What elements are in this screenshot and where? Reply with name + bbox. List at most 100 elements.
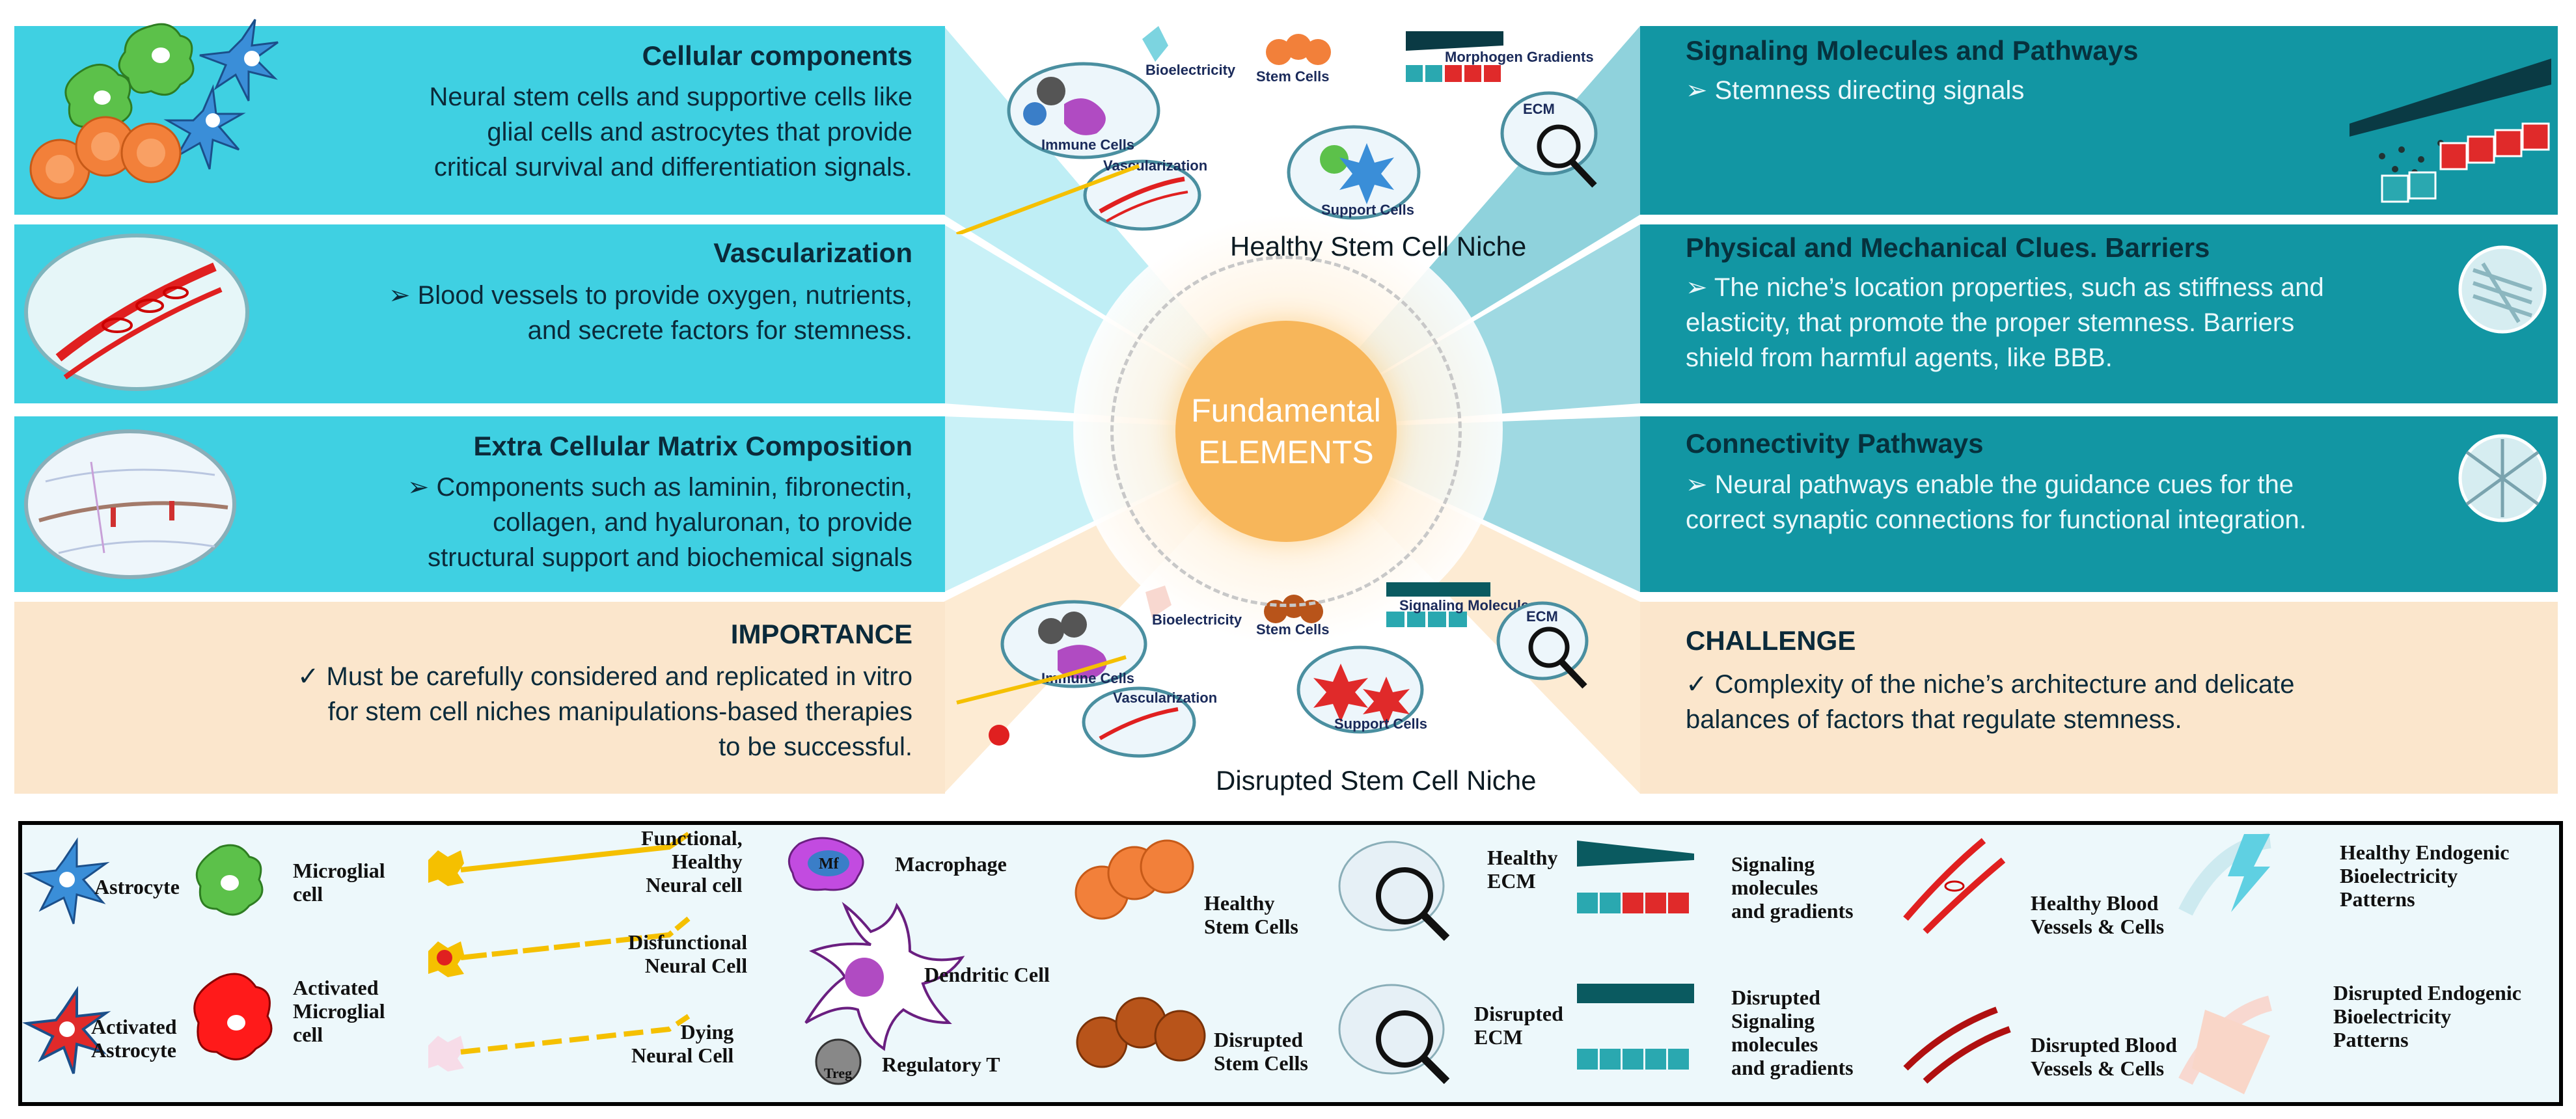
- ecm-title: Extra Cellular Matrix Composition: [473, 431, 912, 461]
- legend-disrupted-ecm: Disrupted ECM: [1474, 1002, 1563, 1049]
- challenge-line-2: balances of factors that regulate stemne…: [1686, 705, 2182, 734]
- vascularization-mini: Vascularization: [1083, 157, 1207, 231]
- immune-cells-cluster: Immune Cells: [1007, 62, 1160, 159]
- legend-healthy-stem: Healthy Stem Cells: [1204, 891, 1298, 938]
- legend-signaling-l2: molecules: [1731, 876, 1818, 899]
- legend-healthy-bio-l1: Healthy Endogenic: [2340, 841, 2510, 864]
- legend-dying-l2: Neural Cell: [631, 1044, 734, 1067]
- label-support-cells: Support Cells: [1321, 202, 1414, 218]
- macrophage-symbol: Mf: [819, 856, 840, 872]
- label-stem-cells: Stem Cells: [1256, 68, 1330, 85]
- legend-healthy-ecm-l1: Healthy: [1487, 846, 1558, 869]
- legend-healthy-stem-l2: Stem Cells: [1204, 915, 1298, 938]
- legend-treg-icon: Treg: [815, 1038, 862, 1085]
- disrupted-support-cells: Support Cells: [1296, 645, 1427, 734]
- legend-disfunctional-l2: Neural Cell: [644, 954, 748, 977]
- vascularization-text: ➢ Blood vessels to provide oxygen, nutri…: [389, 278, 912, 348]
- morphogen-gradient-mini: Morphogen Gradients: [1406, 31, 1594, 82]
- physical-text: ➢ The niche’s location properties, such …: [1686, 270, 2324, 375]
- legend-d-signaling-l4: and gradients: [1731, 1056, 1854, 1079]
- legend-disrupted-stem: Disrupted Stem Cells: [1214, 1028, 1308, 1075]
- right-panel-challenge: CHALLENGE ✓ Complexity of the niche’s ar…: [1640, 602, 2558, 794]
- ecm-line-3: structural support and biochemical signa…: [428, 543, 912, 572]
- connectivity-line-1: ➢ Neural pathways enable the guidance cu…: [1686, 470, 2294, 499]
- label-d-vascularization: Vascularization: [1113, 690, 1217, 706]
- legend-disrupted-stem-icon: [1076, 997, 1206, 1068]
- signaling-gradient-illustration: [2350, 59, 2551, 203]
- legend-functional-l2: Healthy: [672, 850, 743, 873]
- legend-disrupted-bio-l2: Bioelectricity: [2333, 1004, 2452, 1028]
- label-bioelectricity: Bioelectricity: [1145, 62, 1236, 78]
- legend-healthy-bioelectricity: Healthy Endogenic Bioelectricity Pattern…: [2340, 841, 2509, 911]
- legend-macrophage-icon: Mf: [788, 837, 864, 891]
- legend-d-signaling-l2: Signaling: [1731, 1009, 1815, 1032]
- legend-healthy-blood-icon: [1903, 838, 2006, 934]
- challenge-line-1: ✓ Complexity of the niche’s architecture…: [1686, 670, 2295, 699]
- legend-signaling-l3: and gradients: [1731, 899, 1854, 923]
- legend-healthy-ecm-l2: ECM: [1487, 869, 1536, 893]
- legend-functional-l3: Neural cell: [646, 873, 743, 897]
- legend-signaling: Signaling molecules and gradients: [1731, 852, 1854, 923]
- legend-disrupted-blood-l1: Disrupted Blood: [2031, 1033, 2177, 1057]
- legend-signaling-l1: Signaling: [1731, 852, 1815, 876]
- ecm-line-1: ➢ Components such as laminin, fibronecti…: [407, 473, 912, 502]
- cellular-line-1: Neural stem cells and supportive cells l…: [429, 83, 912, 111]
- cellular-line-3: critical survival and differentiation si…: [433, 153, 912, 182]
- label-vascularization: Vascularization: [1103, 157, 1207, 174]
- legend-icons: Mf Treg: [22, 831, 2273, 1094]
- right-panel-physical: Physical and Mechanical Clues. Barriers …: [1640, 224, 2558, 403]
- legend-disrupted-bio-l1: Disrupted Endogenic: [2333, 981, 2521, 1004]
- legend-microglial: Microglial cell: [293, 859, 385, 906]
- challenge-text: ✓ Complexity of the niche’s architecture…: [1686, 667, 2295, 737]
- signaling-line-1: ➢ Stemness directing signals: [1686, 76, 2025, 105]
- legend-healthy-blood: Healthy Blood Vessels & Cells: [2031, 891, 2164, 938]
- legend-regulatory-t: Regulatory T: [882, 1053, 1000, 1076]
- astrocyte-icon: [163, 19, 279, 170]
- legend-activated-microglial: Activated Microglial cell: [293, 976, 385, 1046]
- physical-title: Physical and Mechanical Clues. Barriers: [1686, 232, 2210, 263]
- legend-activated-astrocyte-icon: [22, 986, 111, 1074]
- legend-disrupted-bioelectricity: Disrupted Endogenic Bioelectricity Patte…: [2333, 981, 2521, 1051]
- mechanical-icon: [2458, 245, 2547, 334]
- blood-vessel-icon: [55, 262, 217, 362]
- physical-line-2: elasticity, that promote the proper stem…: [1686, 308, 2295, 337]
- vascularization-title: Vascularization: [713, 237, 912, 268]
- legend-act-microglial-l2: Microglial: [293, 999, 385, 1023]
- legend-dendritic: Dendritic Cell: [924, 963, 1050, 986]
- legend-functional-neuron-icon: [428, 831, 691, 886]
- bioelectricity-mini: Bioelectricity: [1142, 26, 1236, 78]
- legend-disrupted-blood: Disrupted Blood Vessels & Cells: [2031, 1033, 2177, 1080]
- legend-healthy-bioelectricity-icon: [2178, 833, 2271, 916]
- physical-line-1: ➢ The niche’s location properties, such …: [1686, 273, 2324, 302]
- legend-healthy-stem-l1: Healthy: [1204, 891, 1275, 915]
- legend-disrupted-ecm-icon: [1338, 984, 1450, 1085]
- vascularization-line-2: and secrete factors for stemness.: [527, 316, 912, 345]
- signaling-title: Signaling Molecules and Pathways: [1686, 35, 2139, 66]
- label-morphogen: Morphogen Gradients: [1445, 49, 1594, 65]
- signaling-text: ➢ Stemness directing signals: [1686, 73, 2024, 108]
- connectivity-line-2: correct synaptic connections for functio…: [1686, 506, 2307, 534]
- label-ecm: ECM: [1523, 101, 1555, 117]
- legend-microglial-icon: [195, 844, 264, 916]
- legend-activated-astrocyte-l1: Activated: [91, 1015, 177, 1038]
- legend-activated-microglial-icon: [193, 973, 273, 1060]
- neuron-mini: [955, 164, 1140, 234]
- physical-line-3: shield from harmful agents, like BBB.: [1686, 344, 2113, 372]
- disrupted-niche-illustration: Immune Cells Vascularization Bioelectric…: [956, 582, 1589, 758]
- importance-title: IMPORTANCE: [730, 619, 912, 649]
- legend-microglial-l1: Microglial: [293, 859, 385, 882]
- label-d-bioelectricity: Bioelectricity: [1152, 612, 1242, 628]
- disrupted-neuron-mini: [956, 655, 1127, 705]
- legend-activated-astrocyte-l2: Astrocyte: [91, 1038, 176, 1062]
- legend-disrupted-bio-l3: Patterns: [2333, 1028, 2409, 1051]
- legend-healthy-blood-l2: Vessels & Cells: [2031, 915, 2165, 938]
- disrupted-bioelectricity: Bioelectricity: [1145, 586, 1242, 628]
- disrupted-niche-title: Disrupted Stem Cell Niche: [1216, 765, 1537, 796]
- stem-cell-icon: [29, 116, 182, 200]
- importance-line-2: for stem cell niches manipulations-based…: [327, 697, 912, 726]
- legend-act-microglial-l3: cell: [293, 1023, 323, 1046]
- disrupted-vascularization: Vascularization: [1082, 686, 1217, 758]
- legend-disrupted-ecm-l2: ECM: [1474, 1025, 1523, 1049]
- legend-disrupted-bioelectricity-icon: [2178, 995, 2273, 1094]
- legend-functional-neuron: Functional, Healthy Neural cell: [641, 826, 743, 897]
